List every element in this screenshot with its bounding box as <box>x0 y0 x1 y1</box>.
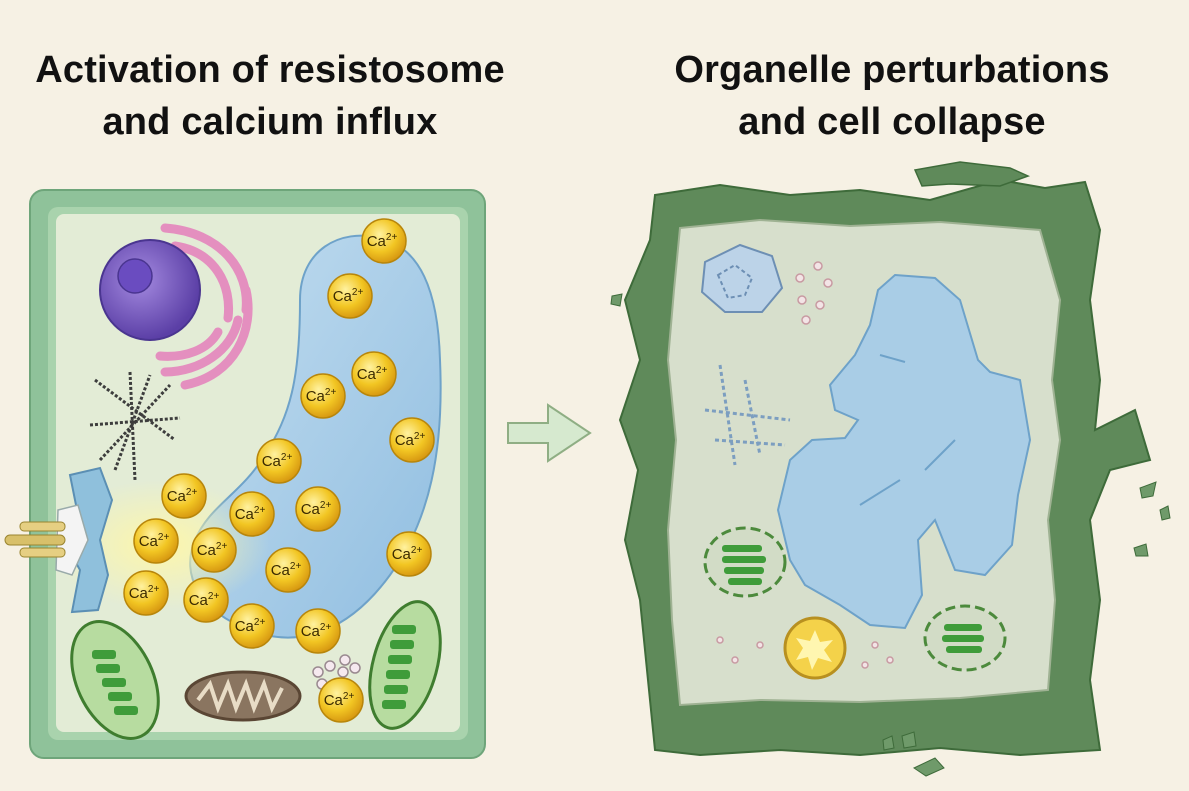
calcium-ion: Ca2+ <box>229 603 275 649</box>
right-arrow-icon <box>507 403 592 463</box>
dispersed-vesicles <box>716 261 894 669</box>
nucleolus <box>117 258 153 294</box>
calcium-ion: Ca2+ <box>351 351 397 397</box>
calcium-ion: Ca2+ <box>295 486 341 532</box>
calcium-ions: Ca2+Ca2+Ca2+Ca2+Ca2+Ca2+Ca2+Ca2+Ca2+Ca2+… <box>123 218 435 723</box>
calcium-ion: Ca2+ <box>318 677 364 723</box>
calcium-ion: Ca2+ <box>229 491 275 537</box>
wall-fragment <box>913 161 1031 187</box>
cytoskeleton <box>89 371 181 481</box>
collapsed-cell <box>610 161 1171 777</box>
calcium-ion: Ca2+ <box>361 218 407 264</box>
healthy-cell: Ca2+Ca2+Ca2+Ca2+Ca2+Ca2+Ca2+Ca2+Ca2+Ca2+… <box>4 189 486 759</box>
fragmented-cytoskeleton <box>704 364 791 466</box>
nucleus <box>99 239 201 341</box>
collapsed-vacuole <box>776 273 1032 630</box>
calcium-ion: Ca2+ <box>256 438 302 484</box>
calcium-ion: Ca2+ <box>161 473 207 519</box>
chloroplast-right <box>368 600 442 730</box>
calcium-ion: Ca2+ <box>389 417 435 463</box>
calcium-ion: Ca2+ <box>386 531 432 577</box>
calcium-ion: Ca2+ <box>300 373 346 419</box>
left-title-line2: and calcium influx <box>102 101 438 143</box>
vesicles <box>312 654 361 690</box>
swollen-mitochondrion <box>783 616 847 680</box>
calcium-ion: Ca2+ <box>327 273 373 319</box>
calcium-ion: Ca2+ <box>265 547 311 593</box>
left-panel-title: Activation of resistosome and calcium in… <box>0 44 550 148</box>
right-title-line1: Organelle perturbations <box>674 49 1110 91</box>
calcium-ion: Ca2+ <box>191 527 237 573</box>
calcium-ion: Ca2+ <box>133 518 179 564</box>
left-title-line1: Activation of resistosome <box>35 49 505 91</box>
calcium-ion: Ca2+ <box>123 570 169 616</box>
mitochondrion <box>184 670 302 722</box>
endoplasmic-reticulum <box>155 223 253 390</box>
cell-debris <box>610 293 1171 777</box>
damaged-chloroplast-left <box>703 526 787 598</box>
calcium-ion: Ca2+ <box>183 577 229 623</box>
damaged-chloroplast-right <box>923 604 1007 672</box>
right-panel-title: Organelle perturbations and cell collaps… <box>612 44 1172 148</box>
calcium-ion: Ca2+ <box>295 608 341 654</box>
resistosome-channel <box>4 466 114 614</box>
chloroplast-left <box>70 620 160 740</box>
fragmented-nucleus <box>700 243 784 313</box>
right-title-line2: and cell collapse <box>738 101 1046 143</box>
